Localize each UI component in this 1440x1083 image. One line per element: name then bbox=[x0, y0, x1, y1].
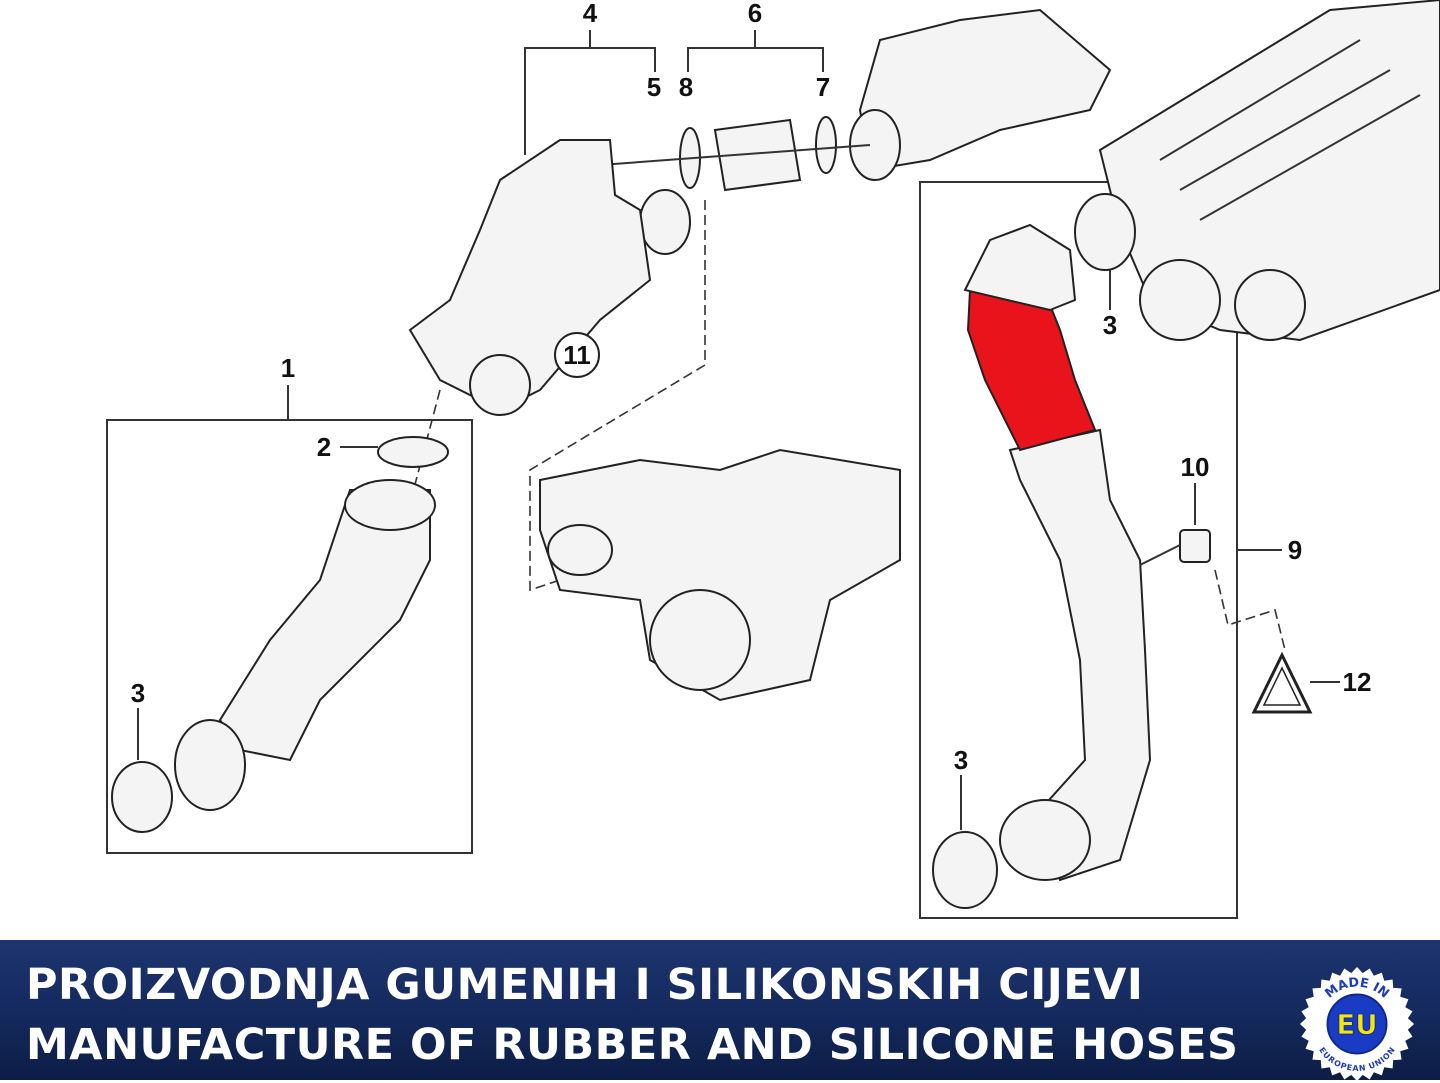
seal-2 bbox=[377, 436, 449, 468]
callout-3-right-bottom: 3 bbox=[954, 745, 968, 775]
warning-label-icon bbox=[1251, 651, 1313, 714]
banner-title-english: MANUFACTURE OF RUBBER AND SILICONE HOSES bbox=[26, 1020, 1239, 1070]
hose-1-clamp-bottom bbox=[174, 719, 246, 811]
sensor-bolt bbox=[1139, 544, 1181, 566]
pipe-outlet bbox=[469, 354, 531, 416]
throttle-housing bbox=[858, 8, 1112, 172]
hose-9-clamp-bottom bbox=[999, 799, 1091, 881]
callout-9: 9 bbox=[1288, 535, 1302, 565]
callout-10: 10 bbox=[1181, 452, 1210, 482]
callout-3-left: 3 bbox=[131, 678, 145, 708]
made-in-eu-badge: MADE IN EUROPEAN UNION EU bbox=[1299, 966, 1415, 1082]
assembly-line-sensor bbox=[1214, 569, 1286, 651]
bracket-4 bbox=[524, 47, 656, 155]
charge-pipe-4 bbox=[408, 139, 652, 412]
group-box-left bbox=[106, 419, 473, 854]
turbo-flange bbox=[547, 524, 613, 576]
sensor-10 bbox=[1179, 529, 1211, 563]
callout-6: 6 bbox=[748, 0, 762, 28]
callout-4: 4 bbox=[583, 0, 598, 28]
seal-5 bbox=[639, 189, 691, 255]
badge-eu-text: EU bbox=[1336, 1009, 1377, 1041]
turbo-compressor-inlet bbox=[649, 589, 751, 691]
connector-pipe-6 bbox=[713, 118, 802, 192]
manifold-ribs bbox=[1159, 39, 1421, 221]
callout-3-right-top: 3 bbox=[1103, 310, 1117, 340]
warning-label-inner bbox=[1262, 666, 1302, 706]
throttle-body bbox=[1139, 259, 1221, 341]
callout-11: 11 bbox=[563, 340, 591, 370]
seal-3-right-bottom bbox=[932, 831, 998, 909]
bracket-6 bbox=[687, 47, 824, 72]
charge-hose-1 bbox=[218, 489, 431, 762]
seal-3-left bbox=[111, 761, 173, 833]
callout-circle-11 bbox=[554, 332, 600, 378]
elbow-port bbox=[849, 109, 901, 181]
banner-title-local: PROIZVODNJA GUMENIH I SILIKONSKIH CIJEVI bbox=[26, 960, 1144, 1010]
footer-banner: PROIZVODNJA GUMENIH I SILIKONSKIH CIJEVI… bbox=[0, 940, 1440, 1080]
callout-7: 7 bbox=[816, 72, 830, 102]
manifold-flange bbox=[1234, 269, 1306, 341]
callout-12: 12 bbox=[1343, 667, 1372, 697]
callout-1: 1 bbox=[281, 353, 295, 383]
seal-7 bbox=[815, 116, 837, 174]
highlighted-silicone-hose bbox=[966, 288, 1097, 452]
callout-5: 5 bbox=[647, 72, 661, 102]
axis-line bbox=[599, 144, 871, 166]
seal-3-right-top bbox=[1074, 193, 1136, 271]
hose-1-clamp-top bbox=[344, 479, 436, 531]
assembly-line bbox=[529, 200, 706, 592]
callout-8: 8 bbox=[679, 72, 693, 102]
hose-9-coupler-top bbox=[963, 223, 1077, 312]
turbocharger bbox=[539, 448, 901, 702]
callout-2: 2 bbox=[317, 432, 331, 462]
parts-diagram: 4 6 5 8 7 1 2 11 3 3 3 10 9 12 bbox=[106, 0, 1440, 919]
intercooler-hose-9 bbox=[1008, 428, 1152, 882]
